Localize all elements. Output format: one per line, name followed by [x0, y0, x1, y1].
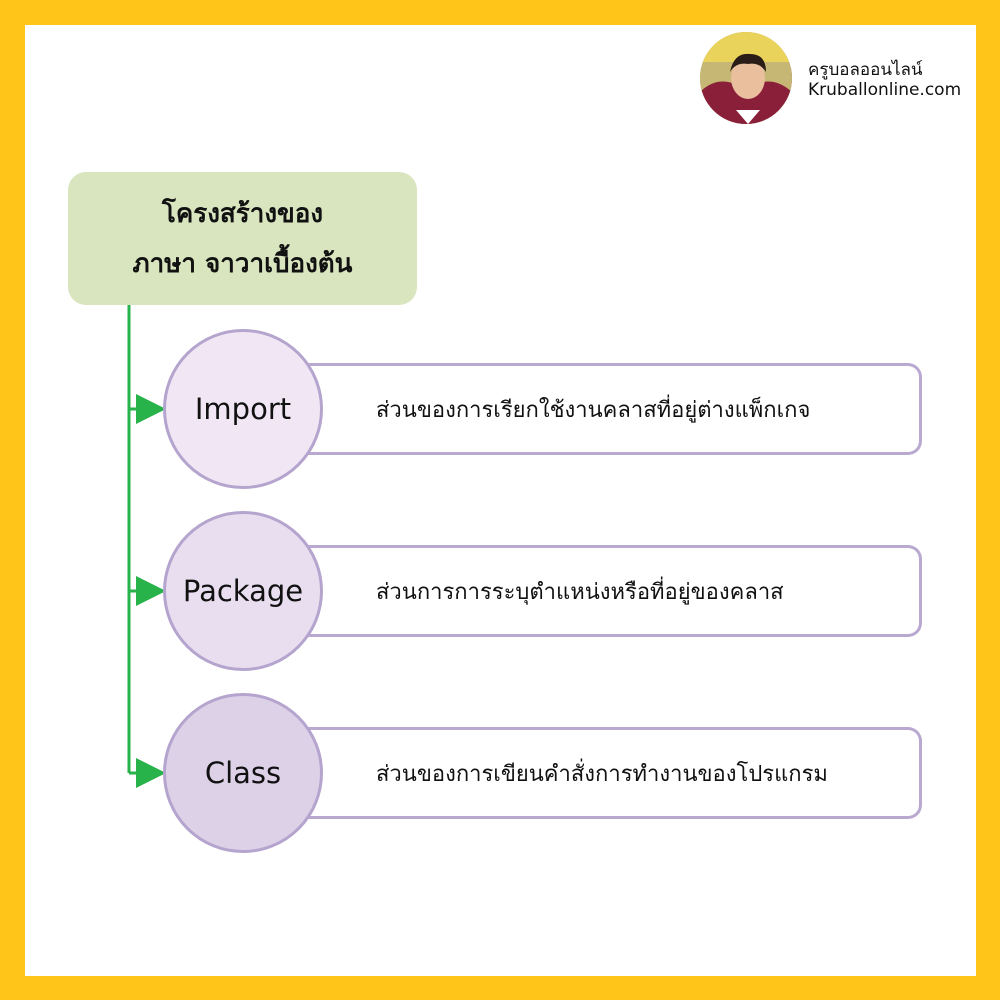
description-package: ส่วนการการระบุตำแหน่งหรือที่อยู่ของคลาส: [376, 579, 784, 605]
description-box-class: ส่วนของการเขียนคำสั่งการทำงานของโปรแกรม: [292, 727, 922, 819]
description-box-import: ส่วนของการเรียกใช้งานคลาสที่อยู่ต่างแพ็ก…: [292, 363, 922, 455]
brand-header: ครูบอลออนไลน์ Kruballonline.com: [700, 30, 990, 130]
title-box: โครงสร้างของ ภาษา จาวาเบื้องต้น: [68, 172, 417, 305]
brand-site: Kruballonline.com: [808, 80, 962, 100]
circle-import: Import: [163, 329, 323, 489]
label-import: Import: [194, 392, 292, 426]
avatar-photo-icon: [700, 32, 792, 124]
brand-name: ครูบอลออนไลน์: [808, 60, 923, 80]
description-box-package: ส่วนการการระบุตำแหน่งหรือที่อยู่ของคลาส: [292, 545, 922, 637]
title-line-2: ภาษา จาวาเบื้องต้น: [132, 248, 353, 279]
avatar: [700, 32, 792, 124]
circle-class: Class: [163, 693, 323, 853]
label-package: Package: [182, 574, 304, 608]
description-class: ส่วนของการเขียนคำสั่งการทำงานของโปรแกรม: [376, 761, 828, 787]
description-import: ส่วนของการเรียกใช้งานคลาสที่อยู่ต่างแพ็ก…: [376, 397, 811, 423]
title-line-1: โครงสร้างของ: [161, 198, 324, 229]
canvas: [25, 25, 976, 976]
label-class: Class: [204, 756, 282, 790]
circle-package: Package: [163, 511, 323, 671]
